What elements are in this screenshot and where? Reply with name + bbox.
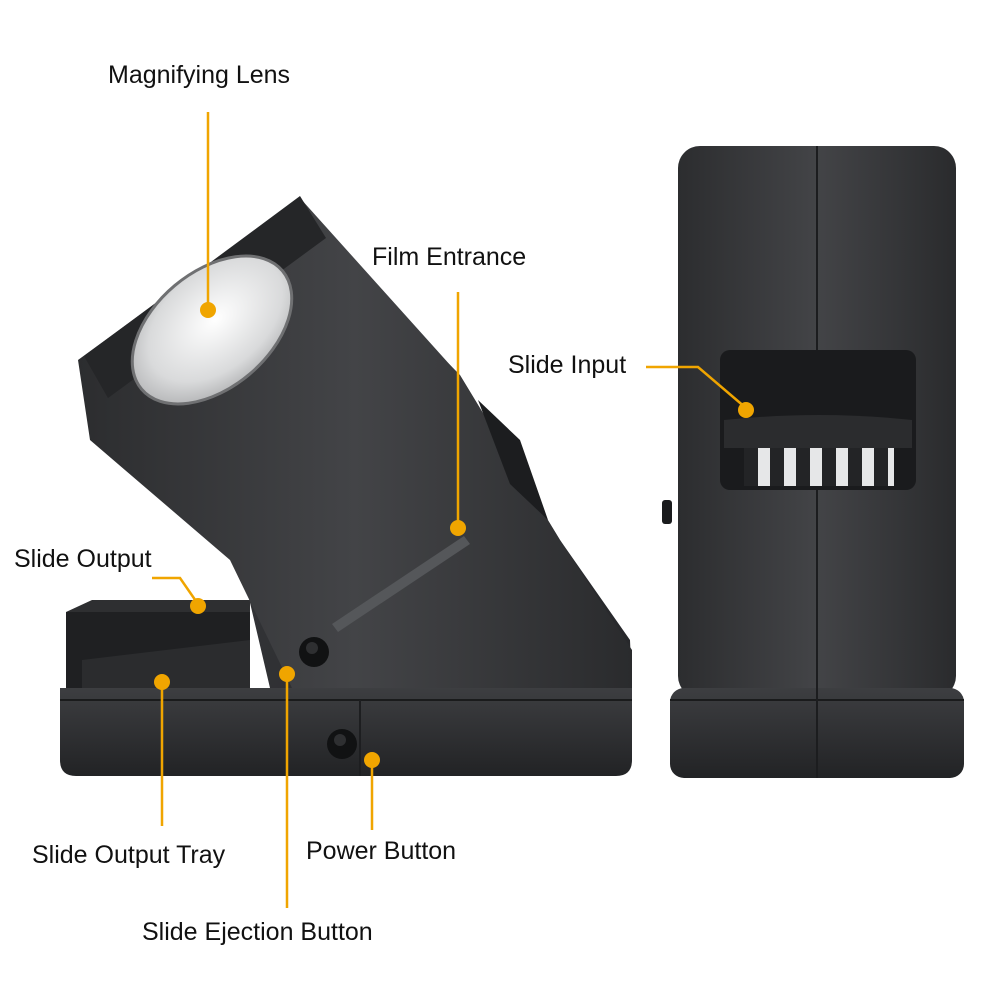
angled-slide-viewer [60, 196, 632, 776]
label-slide-output: Slide Output [14, 545, 152, 573]
callout-dot-slide-ejection-button [279, 666, 295, 682]
label-slide-input: Slide Input [508, 351, 627, 379]
label-power-button: Power Button [306, 837, 457, 865]
callout-dot-slide-output [190, 598, 206, 614]
callouts [152, 112, 747, 908]
callout-dots [154, 302, 754, 768]
label-slide-ejection-button: Slide Ejection Button [142, 918, 373, 946]
callout-dot-power-button [364, 752, 380, 768]
magnifying-lens [132, 256, 292, 404]
film-entrance-slot [332, 536, 470, 632]
callout-dot-slide-input [738, 402, 754, 418]
label-magnifying-lens: Magnifying Lens [108, 61, 291, 89]
label-film-entrance: Film Entrance [372, 243, 527, 271]
callout-dot-magnifying-lens [200, 302, 216, 318]
callout-line-slide-input [646, 365, 747, 409]
callout-line-slide-output [152, 576, 200, 605]
label-slide-output-tray: Slide Output Tray [32, 841, 226, 869]
slide-input-teeth [744, 448, 888, 486]
callout-dot-film-entrance [450, 520, 466, 536]
upright-slide-viewer [662, 146, 964, 778]
callout-dot-slide-output-tray [154, 674, 170, 690]
